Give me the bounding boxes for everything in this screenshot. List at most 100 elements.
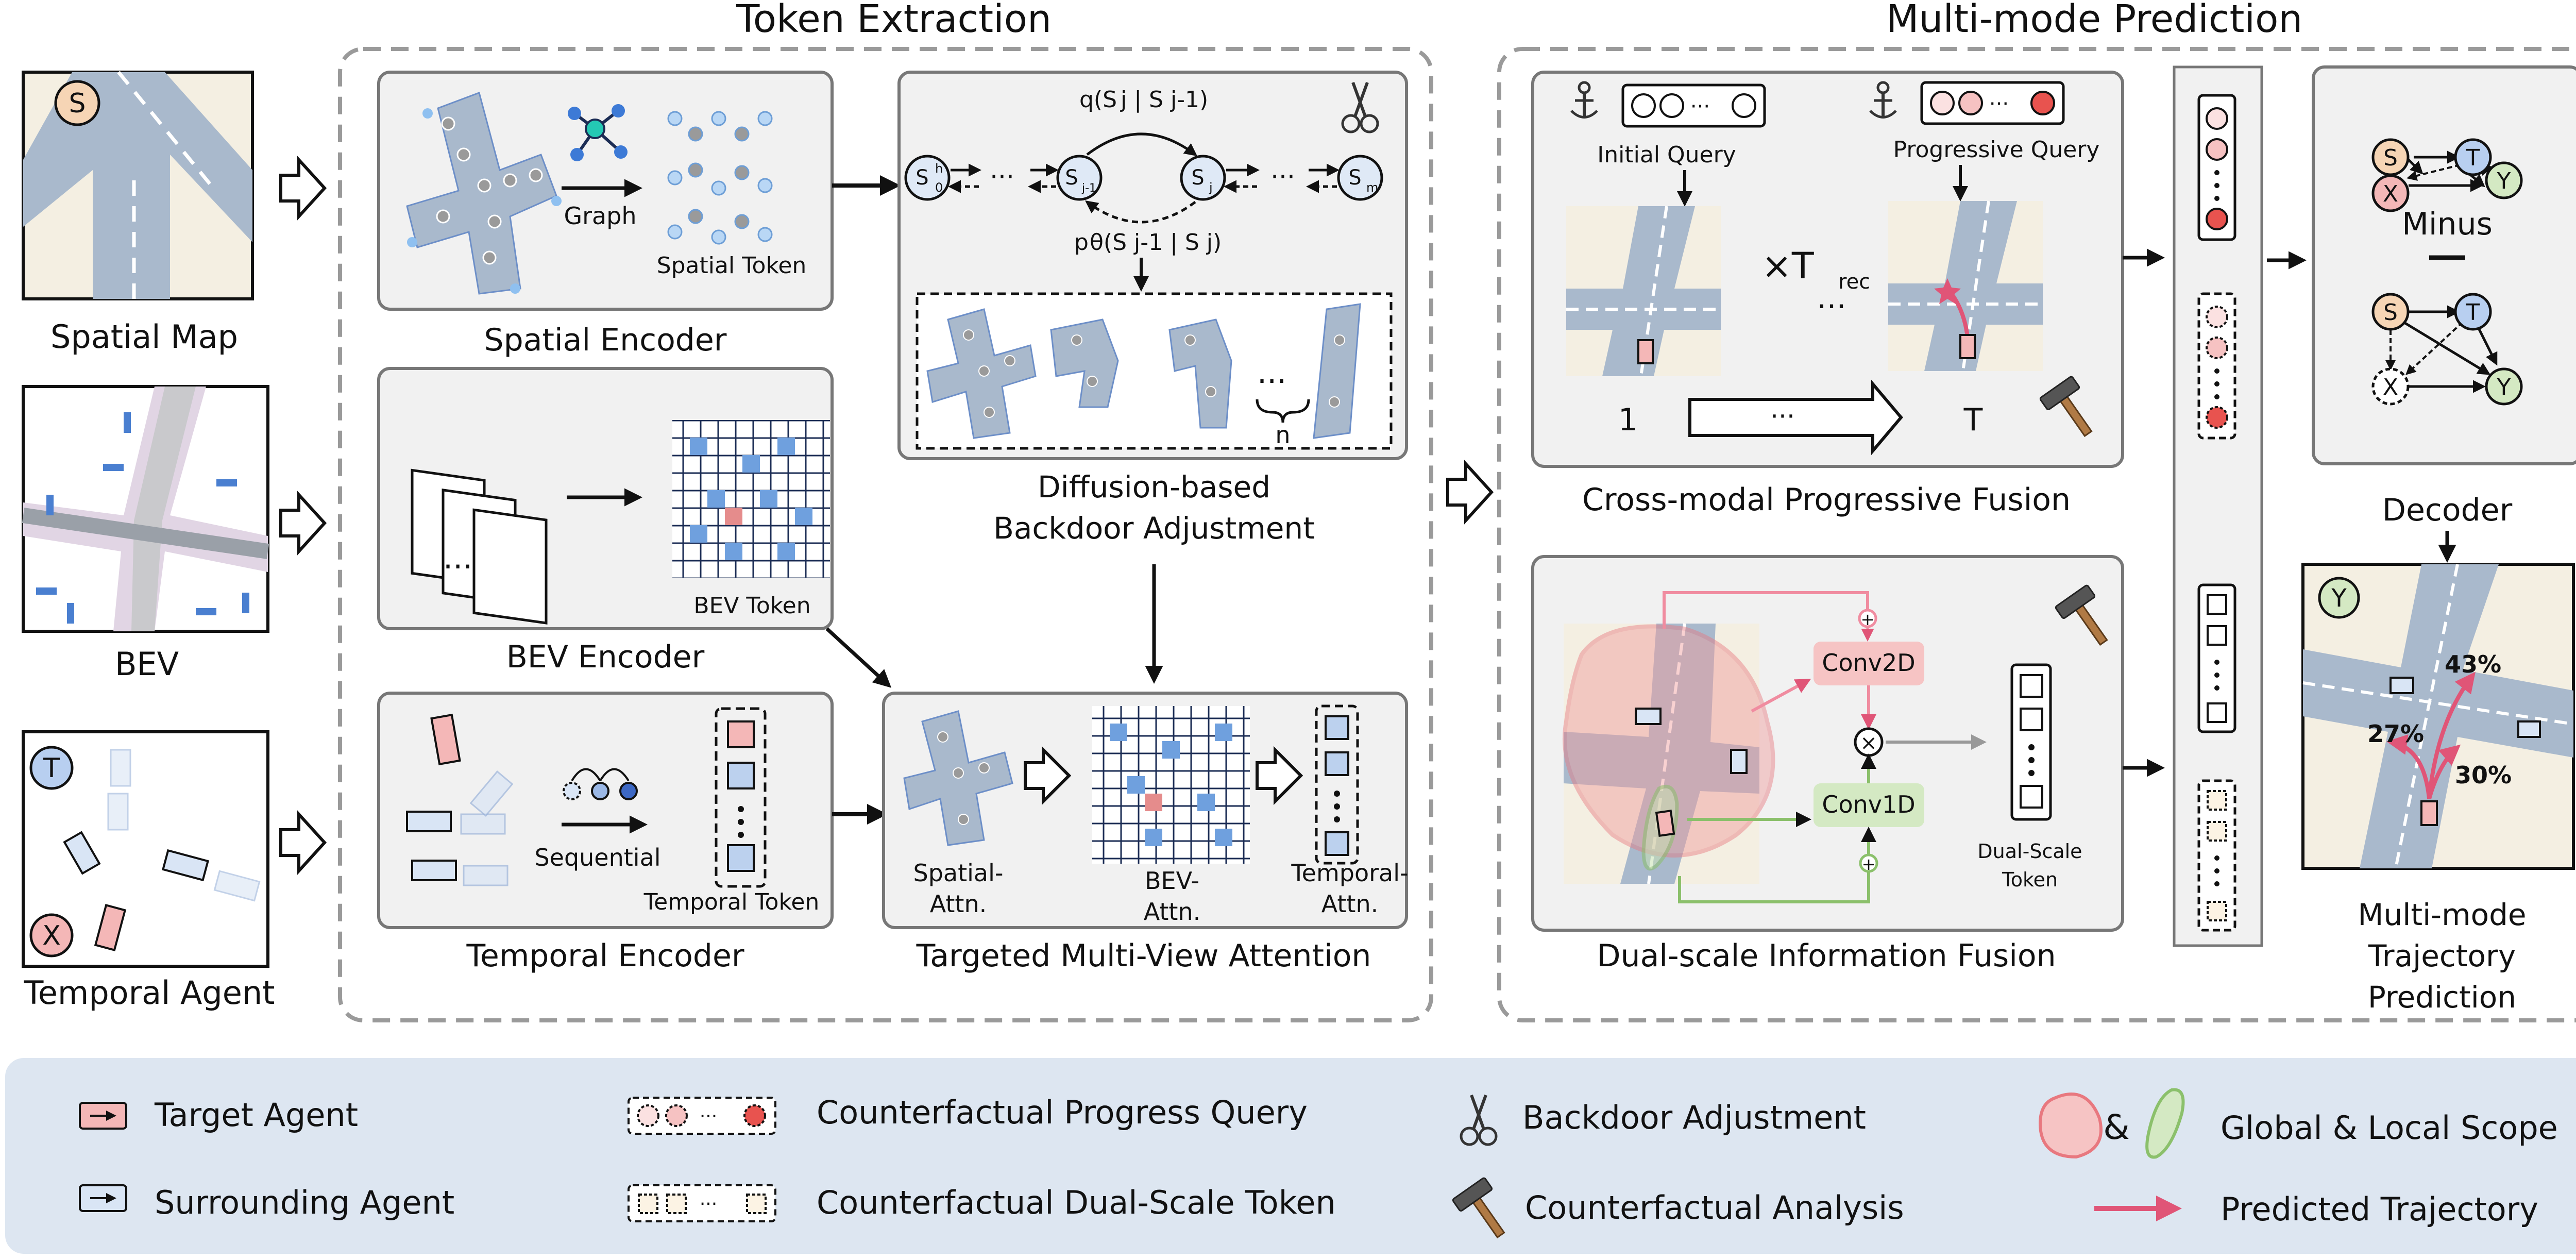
temporal-agent-badge-t: T (43, 753, 60, 784)
anchor-icon-progressive (1869, 81, 1897, 119)
bev-encoder-title: BEV Encoder (506, 639, 705, 675)
adjusted-maps-brace (1256, 399, 1310, 423)
spatial-graph-map (406, 92, 562, 295)
legend-box (5, 1058, 2576, 1254)
state-sj1: S (1065, 166, 1078, 190)
state-sj1-sub: j-1 (1081, 182, 1096, 195)
graph-label: Graph (564, 202, 636, 230)
node-x-bottom (2371, 367, 2410, 406)
initial-query-box: ··· (1621, 83, 1766, 128)
node-y-top (2485, 161, 2523, 199)
bev-to-attention-arrow (825, 627, 892, 688)
token-column-query-solid (2197, 94, 2236, 241)
add-symbol-bottom: + (1862, 854, 1876, 874)
step-t-label: T (1963, 402, 1983, 438)
dual-scale-token-l2: Token (2002, 868, 2058, 891)
initial-query-label: Initial Query (1597, 142, 1736, 168)
input-arrows (279, 156, 1494, 875)
legend-scope-label: Global & Local Scope (2221, 1109, 2558, 1147)
bev-attn-l2: Attn. (1144, 898, 1201, 926)
bev-image (22, 385, 269, 633)
node-y-top-label: Y (2497, 168, 2511, 194)
token-extraction-title: Token Extraction (736, 0, 1052, 41)
temporal-token-label: Temporal Token (643, 889, 820, 915)
dual-scale-map (1562, 623, 1775, 884)
attention-title: Targeted Multi-View Attention (916, 938, 1371, 974)
svg-text:···: ··· (700, 1106, 717, 1127)
anchor-icon-initial (1570, 81, 1598, 119)
conv2d-label: Conv2D (1822, 649, 1915, 677)
decoder-title: Decoder (2382, 492, 2513, 528)
svg-text:···: ··· (1270, 162, 1295, 192)
adjusted-maps-n: n (1275, 421, 1290, 449)
rec-subscript: rec (1838, 270, 1870, 294)
node-x-top-label: X (2383, 181, 2398, 207)
node-x-bottom-label: X (2383, 374, 2398, 400)
node-s-top-label: S (2383, 145, 2398, 171)
graph-icon (568, 104, 628, 161)
spatial-encoder-title: Spatial Encoder (484, 322, 727, 358)
decoder-panel (2312, 65, 2576, 465)
conv2d-block (1814, 642, 1924, 685)
cross-modal-title: Cross-modal Progressive Fusion (1582, 482, 2071, 518)
global-to-conv2d (1751, 679, 1811, 713)
forward-process-label: q(S (1079, 87, 1117, 113)
prob-30: 30% (2455, 761, 2512, 789)
temporal-attn-l1: Temporal- (1291, 859, 1408, 887)
node-s-bottom-label: S (2383, 299, 2398, 326)
prob-27: 27% (2367, 720, 2424, 748)
spatial-map-label: Spatial Map (50, 318, 238, 356)
node-t-top-label: T (2466, 145, 2480, 171)
state-sm-sub: m (1366, 180, 1378, 195)
prediction-title-l1: Multi-mode (2358, 897, 2526, 932)
attention-temporal-stack (1315, 704, 1359, 865)
legend-surrounding-agent (79, 1184, 127, 1212)
multiply-symbol: × (1860, 731, 1877, 755)
adjusted-maps (926, 303, 1361, 439)
conv1d-block (1814, 783, 1924, 827)
legend-dual-scale-token: ··· (628, 1184, 776, 1222)
temporal-agent-label: Temporal Agent (23, 974, 275, 1012)
minus-label: Minus (2402, 206, 2493, 242)
local-skip-line (1678, 872, 1870, 903)
bev-token-label: BEV Token (693, 593, 810, 619)
prob-43: 43% (2445, 650, 2501, 678)
sequential-icon (563, 768, 638, 800)
cross-modal-map-1 (1566, 206, 1721, 377)
legend-amp: & (2103, 1107, 2129, 1147)
node-x-top (2371, 174, 2410, 212)
progress-arrow: ··· (1688, 379, 1903, 456)
prediction-map (2301, 563, 2575, 870)
legend-hammer-icon (1452, 1177, 1505, 1239)
temporal-token-stack (715, 707, 767, 888)
hammer-icon-cross (2039, 376, 2093, 438)
conv1d-label: Conv1D (1822, 791, 1915, 818)
bev-attn-l1: BEV- (1145, 867, 1199, 895)
node-t-bottom (2454, 293, 2492, 331)
state-sm: S (1348, 166, 1361, 190)
cross-modal-ellipsis: ··· (1817, 289, 1846, 325)
token-column-dual-dashed (2197, 779, 2236, 932)
global-branch-line (1663, 591, 1869, 629)
legend-predicted-label: Predicted Trajectory (2221, 1190, 2538, 1228)
attention-spatial-map (903, 710, 1013, 846)
legend-progress-query: ··· (628, 1097, 776, 1135)
multi-mode-prediction-group (1497, 47, 2576, 1022)
bev-label: BEV (115, 645, 179, 683)
legend-surrounding-agent-label: Surrounding Agent (155, 1184, 454, 1221)
hammer-icon-dual (2055, 584, 2108, 646)
prediction-title-l3: Prediction (2368, 980, 2516, 1015)
temporal-attn-l2: Attn. (1321, 890, 1379, 918)
diffusion-chain: ··· ··· (904, 132, 1383, 224)
scissors-icon (1341, 81, 1379, 133)
svg-text:···: ··· (700, 1194, 717, 1215)
node-y-bottom (2485, 367, 2523, 406)
legend-backdoor-label: Backdoor Adjustment (1522, 1099, 1866, 1136)
token-extraction-group (338, 47, 1433, 1022)
sequential-label: Sequential (534, 844, 660, 871)
state-s0-sub: 0 (935, 180, 943, 195)
bev-dots: ··· (443, 549, 472, 585)
svg-text:···: ··· (990, 162, 1014, 192)
attention-hollow-arrows (1024, 746, 1303, 805)
